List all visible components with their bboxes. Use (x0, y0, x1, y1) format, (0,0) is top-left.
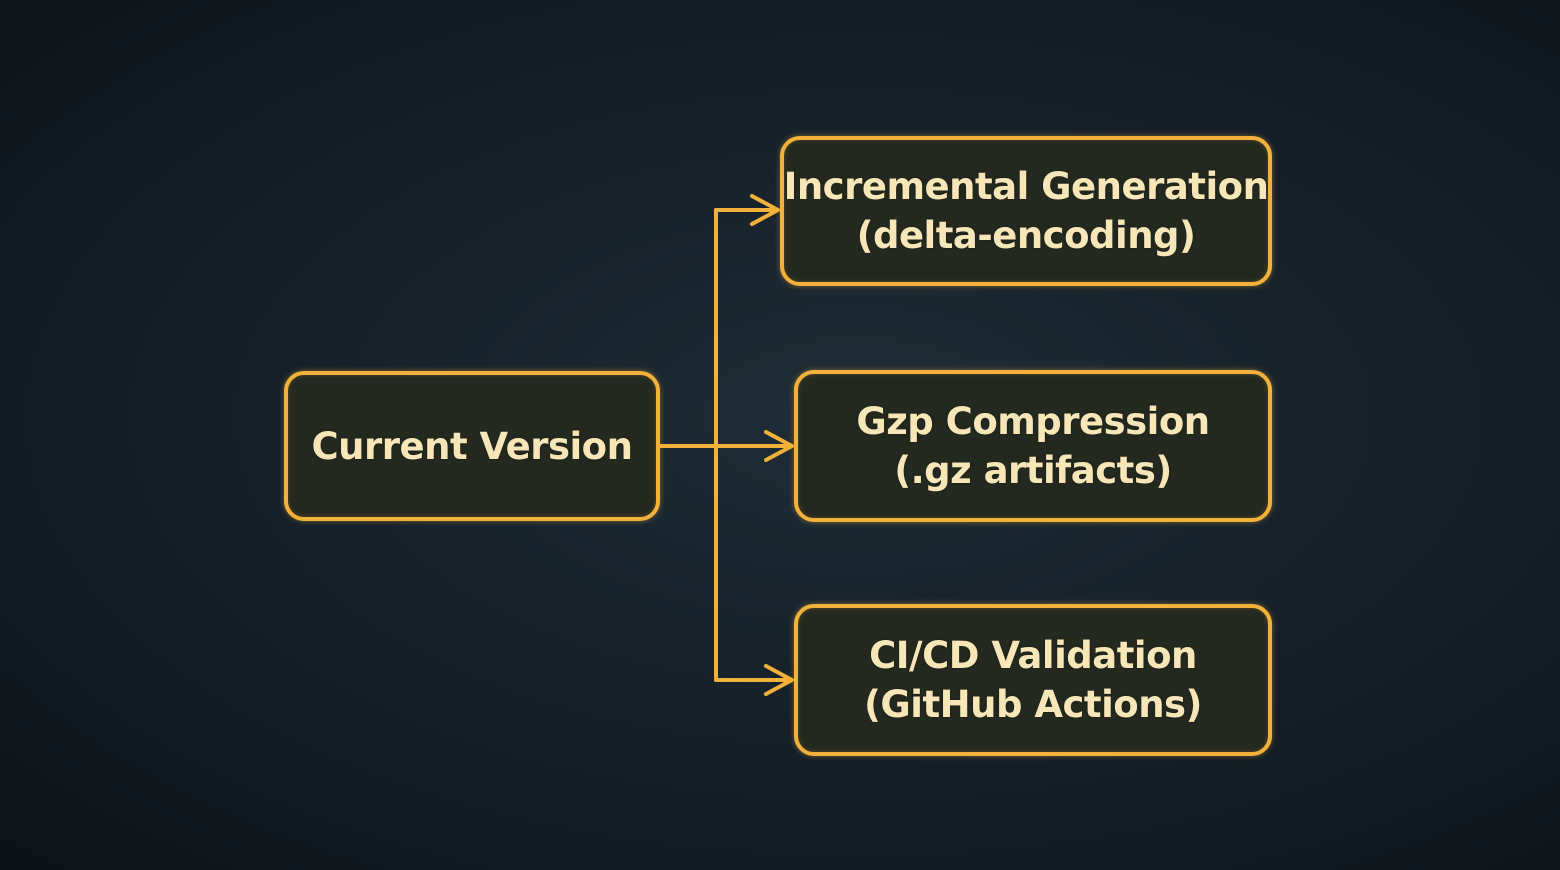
node-incremental-generation: Incremental Generation (delta-encoding) (780, 136, 1272, 286)
node-cicd-validation-subtitle: (GitHub Actions) (864, 683, 1202, 726)
node-gzip-compression-subtitle: (.gz artifacts) (894, 449, 1172, 492)
node-gzip-compression-title: Gzp Compression (856, 400, 1210, 443)
node-cicd-validation-title: CI/CD Validation (869, 634, 1197, 677)
arrowhead-incremental (750, 194, 780, 226)
node-current-version: Current Version (284, 371, 660, 521)
node-gzip-compression: Gzp Compression (.gz artifacts) (794, 370, 1272, 522)
node-incremental-generation-subtitle: (delta-encoding) (856, 214, 1196, 257)
node-cicd-validation: CI/CD Validation (GitHub Actions) (794, 604, 1272, 756)
arrowhead-cicd (764, 664, 794, 696)
arrowhead-gzip (764, 430, 794, 462)
node-incremental-generation-title: Incremental Generation (783, 165, 1269, 208)
node-current-version-label: Current Version (311, 424, 633, 468)
